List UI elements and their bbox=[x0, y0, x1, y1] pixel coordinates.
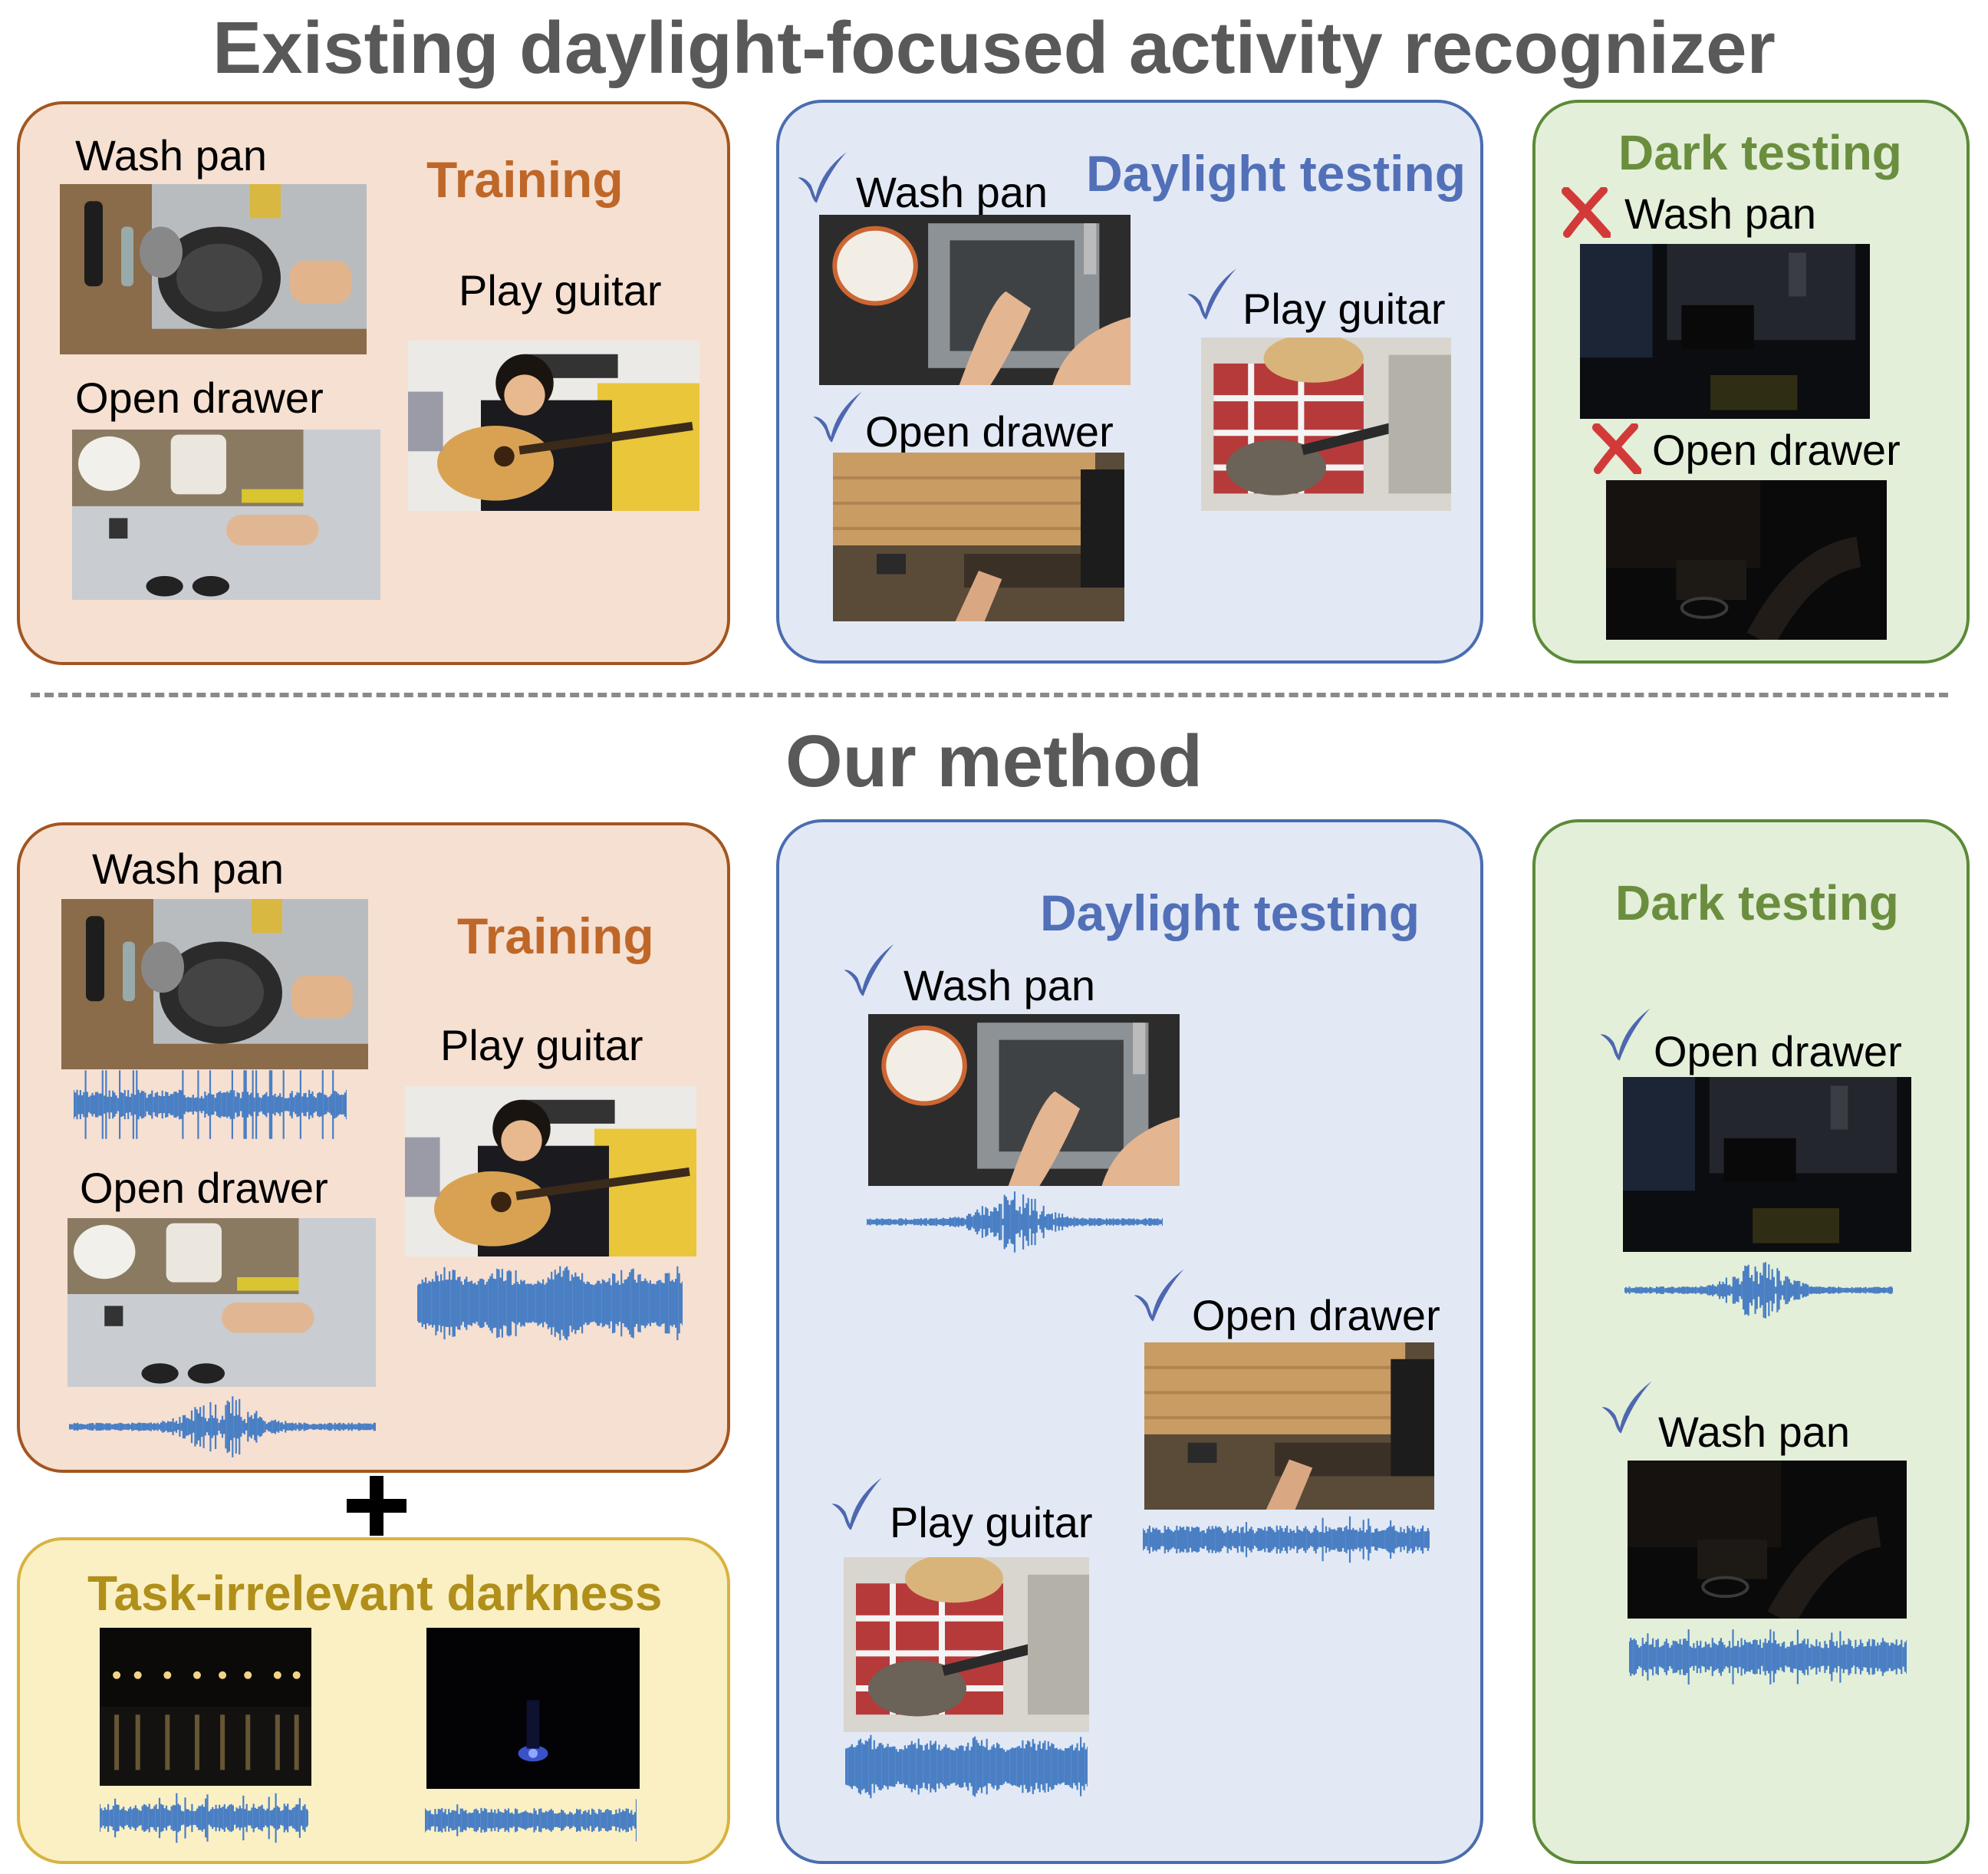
night-lights-frame bbox=[100, 1628, 311, 1786]
panel-title: Daylight testing bbox=[1086, 145, 1466, 202]
panel-title: Dark testing bbox=[1615, 875, 1899, 930]
play-guitar-frame bbox=[405, 1086, 696, 1256]
wash-pan-frame bbox=[60, 184, 367, 354]
open-drawer-dark-frame bbox=[1623, 1077, 1911, 1252]
check-icon bbox=[795, 149, 850, 208]
label-wash-pan: Wash pan bbox=[1624, 189, 1817, 238]
label-open-drawer: Open drawer bbox=[80, 1164, 328, 1212]
wash-pan-audio-waveform bbox=[1628, 1620, 1908, 1694]
label-open-drawer: Open drawer bbox=[1654, 1027, 1902, 1075]
play-guitar-frame bbox=[844, 1557, 1089, 1732]
label-open-drawer: Open drawer bbox=[75, 374, 324, 422]
ours-dark-panel: Dark testing Open drawer Wash pan bbox=[1532, 819, 1970, 1864]
wash-pan-frame bbox=[819, 215, 1131, 385]
cross-icon bbox=[1560, 186, 1611, 242]
check-icon bbox=[1598, 1378, 1655, 1438]
play-guitar-audio-waveform bbox=[844, 1732, 1089, 1801]
check-icon bbox=[1184, 265, 1239, 324]
existing-dark-panel: Dark testing Wash pan Open drawer bbox=[1532, 100, 1970, 664]
label-play-guitar: Play guitar bbox=[459, 266, 662, 315]
ours-training-panel: Training Wash pan Play guitar Open drawe… bbox=[17, 822, 730, 1473]
wash-pan-dark-frame bbox=[1580, 244, 1870, 419]
label-play-guitar: Play guitar bbox=[890, 1498, 1093, 1546]
top-heading: Existing daylight-focused activity recog… bbox=[212, 7, 1776, 89]
existing-training-panel: Training Wash pan Play guitar Open drawe… bbox=[17, 101, 730, 665]
panel-title: Training bbox=[457, 907, 654, 964]
label-wash-pan: Wash pan bbox=[92, 845, 285, 893]
open-drawer-dark-frame bbox=[1606, 480, 1887, 640]
play-guitar-frame bbox=[1201, 338, 1451, 511]
existing-daylight-panel: Daylight testing Wash pan Play guitar Op… bbox=[776, 100, 1483, 664]
night-lights-audio-waveform bbox=[98, 1790, 310, 1846]
check-icon bbox=[841, 940, 897, 1001]
cross-icon bbox=[1591, 422, 1642, 478]
open-drawer-audio-waveform bbox=[1623, 1256, 1894, 1324]
section-divider bbox=[31, 693, 1948, 697]
open-drawer-frame bbox=[833, 453, 1124, 621]
label-wash-pan: Wash pan bbox=[1658, 1408, 1851, 1456]
play-guitar-audio-waveform bbox=[416, 1263, 684, 1344]
panel-title: Daylight testing bbox=[1040, 884, 1420, 941]
check-icon bbox=[828, 1474, 885, 1535]
label-play-guitar: Play guitar bbox=[1242, 285, 1446, 333]
wash-pan-frame bbox=[61, 899, 368, 1069]
check-icon bbox=[1131, 1266, 1187, 1326]
check-icon bbox=[810, 388, 865, 447]
task-irrelevant-darkness-panel: Task-irrelevant darkness bbox=[17, 1537, 730, 1864]
label-open-drawer: Open drawer bbox=[1192, 1291, 1440, 1339]
label-open-drawer: Open drawer bbox=[1652, 426, 1901, 474]
wash-pan-audio-waveform bbox=[865, 1187, 1164, 1256]
panel-title: Dark testing bbox=[1618, 125, 1902, 180]
plus-icon bbox=[344, 1473, 410, 1539]
bottom-heading: Our method bbox=[785, 720, 1203, 802]
label-open-drawer: Open drawer bbox=[865, 407, 1114, 456]
dark-scene-audio-waveform bbox=[423, 1797, 638, 1844]
wash-pan-audio-waveform bbox=[72, 1068, 348, 1141]
check-icon bbox=[1597, 1005, 1654, 1065]
label-play-guitar: Play guitar bbox=[440, 1021, 643, 1069]
ours-daylight-panel: Daylight testing Wash pan Open drawer Pl… bbox=[776, 819, 1483, 1864]
open-drawer-audio-waveform bbox=[1141, 1513, 1431, 1566]
label-wash-pan: Wash pan bbox=[75, 131, 268, 179]
wash-pan-frame bbox=[868, 1014, 1180, 1186]
open-drawer-audio-waveform bbox=[67, 1390, 377, 1464]
open-drawer-frame bbox=[1144, 1342, 1434, 1510]
wash-pan-dark-frame bbox=[1628, 1461, 1907, 1619]
label-wash-pan: Wash pan bbox=[856, 168, 1048, 216]
open-drawer-frame bbox=[67, 1218, 376, 1387]
label-wash-pan: Wash pan bbox=[903, 961, 1096, 1009]
panel-title: Training bbox=[426, 151, 624, 208]
open-drawer-frame bbox=[72, 430, 380, 600]
play-guitar-frame bbox=[408, 341, 699, 511]
dark-scene-frame bbox=[426, 1628, 640, 1789]
panel-title: Task-irrelevant darkness bbox=[87, 1566, 663, 1621]
